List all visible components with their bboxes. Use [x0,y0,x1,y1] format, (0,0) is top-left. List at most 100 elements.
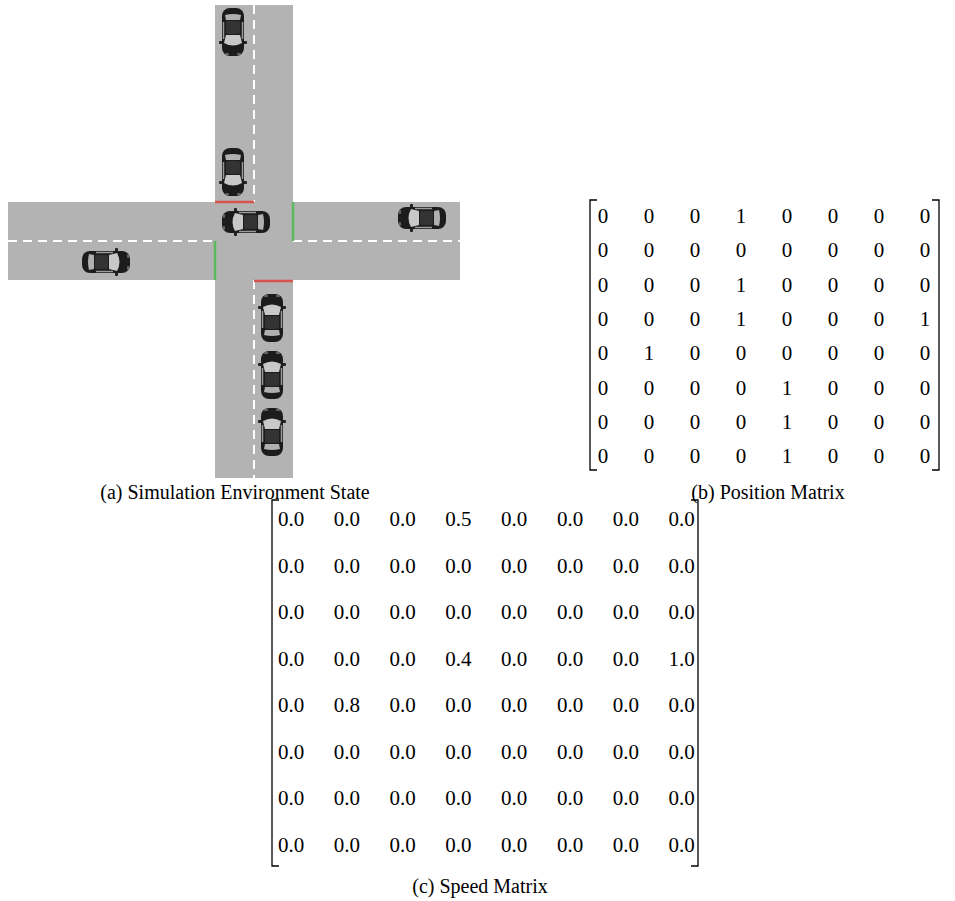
matrix-cell: 0.5 [445,508,471,531]
matrix-cell: 0.0 [613,555,639,578]
matrix-cell: 0.0 [668,601,694,624]
matrix-cell: 0 [874,343,885,366]
matrix-cell: 0.0 [278,648,304,671]
matrix-cell: 1 [920,308,931,331]
matrix-cell: 0 [690,308,701,331]
green-light [214,241,217,280]
matrix-cell: 0 [874,274,885,297]
matrix-cell: 0.0 [389,834,415,857]
matrix-cell: 0 [874,446,885,469]
matrix-cell: 0.0 [389,787,415,810]
matrix-cell: 0.0 [557,601,583,624]
vehicles [82,8,446,456]
matrix-cell: 1.0 [668,648,694,671]
matrix-cell: 0.0 [668,694,694,717]
lane-divider [253,280,255,478]
matrix-cell: 0.0 [613,648,639,671]
matrix-cell: 0.0 [389,508,415,531]
matrix-cell: 0 [920,343,931,366]
red-light [215,201,254,204]
matrix-cell: 0.0 [501,787,527,810]
subfigure-caption: (a) Simulation Environment State [100,481,369,503]
car-icon [398,204,446,232]
matrix-cell: 0 [920,377,931,400]
matrix-cell: 0 [874,240,885,263]
matrix-cell: 0.0 [278,787,304,810]
matrix-cell: 0 [782,308,793,331]
matrix-cell: 0.0 [278,601,304,624]
lane-divider [253,5,255,202]
matrix-cell: 0.0 [668,787,694,810]
matrix-cell: 0.0 [334,601,360,624]
matrix-cell: 0.0 [613,787,639,810]
matrix-cell: 0.0 [278,834,304,857]
matrix-cell: 0 [736,240,747,263]
matrix-cell: 0 [644,377,655,400]
matrix-cell: 0.0 [334,787,360,810]
matrix-cell: 0 [782,274,793,297]
matrix-cell: 0 [736,343,747,366]
matrix-cell: 0.0 [278,555,304,578]
matrix-cell: 0.0 [445,601,471,624]
matrix-cell: 0 [920,446,931,469]
matrix-cell: 0 [736,411,747,434]
car-icon [258,408,286,456]
matrix-cell: 0 [920,411,931,434]
car-icon [222,208,270,236]
matrix-cell: 0.0 [501,834,527,857]
matrix-cell: 0.0 [557,508,583,531]
matrix-cell: 0.0 [613,601,639,624]
matrix-cell: 0.0 [501,694,527,717]
matrix-cell: 0.0 [557,555,583,578]
matrix-cell: 0 [874,205,885,228]
matrix-cell: 0 [598,240,609,263]
lane-divider [8,240,215,242]
matrix-cell: 0.0 [278,694,304,717]
matrix-cell: 0.0 [389,555,415,578]
matrix-cell: 0.0 [501,741,527,764]
matrix-cell: 0.0 [557,694,583,717]
lane-divider [293,240,460,242]
matrix-cell: 0.0 [501,555,527,578]
matrix-cell: 0.0 [334,648,360,671]
matrix-cell: 0 [782,240,793,263]
car-icon [82,248,130,276]
matrix-cell: 0.4 [445,648,471,671]
matrix-cell: 0 [690,377,701,400]
matrix-cell: 0.0 [445,555,471,578]
matrix-cell: 0 [828,308,839,331]
matrix-cell: 0.0 [389,694,415,717]
matrix-cell: 0.0 [557,834,583,857]
green-light [292,202,295,241]
matrix-cell: 1 [782,446,793,469]
matrix-cell: 0.0 [445,834,471,857]
matrix-cell: 0 [690,205,701,228]
car-icon [219,148,247,196]
matrix-cell: 0.0 [557,648,583,671]
matrix-cell: 0.0 [389,648,415,671]
matrix-cell: 1 [736,274,747,297]
road-network [8,5,460,478]
matrix-cell: 0.0 [389,741,415,764]
matrix-cell: 0.0 [445,741,471,764]
subfigure-caption: (b) Position Matrix [691,481,844,503]
matrix-cell: 0.0 [334,555,360,578]
matrix-cell: 0 [828,343,839,366]
matrix-cell: 0 [690,411,701,434]
matrix-cell: 0 [828,377,839,400]
car-icon [219,8,247,56]
matrix-cell: 0 [598,377,609,400]
matrix-cell: 1 [736,205,747,228]
matrix-cell: 0 [644,411,655,434]
matrix-cell: 0.0 [445,694,471,717]
matrix-cell: 0.0 [668,834,694,857]
matrix-cell: 0.0 [334,508,360,531]
matrix-cell: 0 [644,205,655,228]
matrix-cell: 0 [828,446,839,469]
matrix-cell: 0 [690,274,701,297]
matrix-cell: 0 [874,308,885,331]
matrix-cell: 0.0 [389,601,415,624]
matrix-cell: 0 [920,274,931,297]
matrix-cell: 0 [598,274,609,297]
